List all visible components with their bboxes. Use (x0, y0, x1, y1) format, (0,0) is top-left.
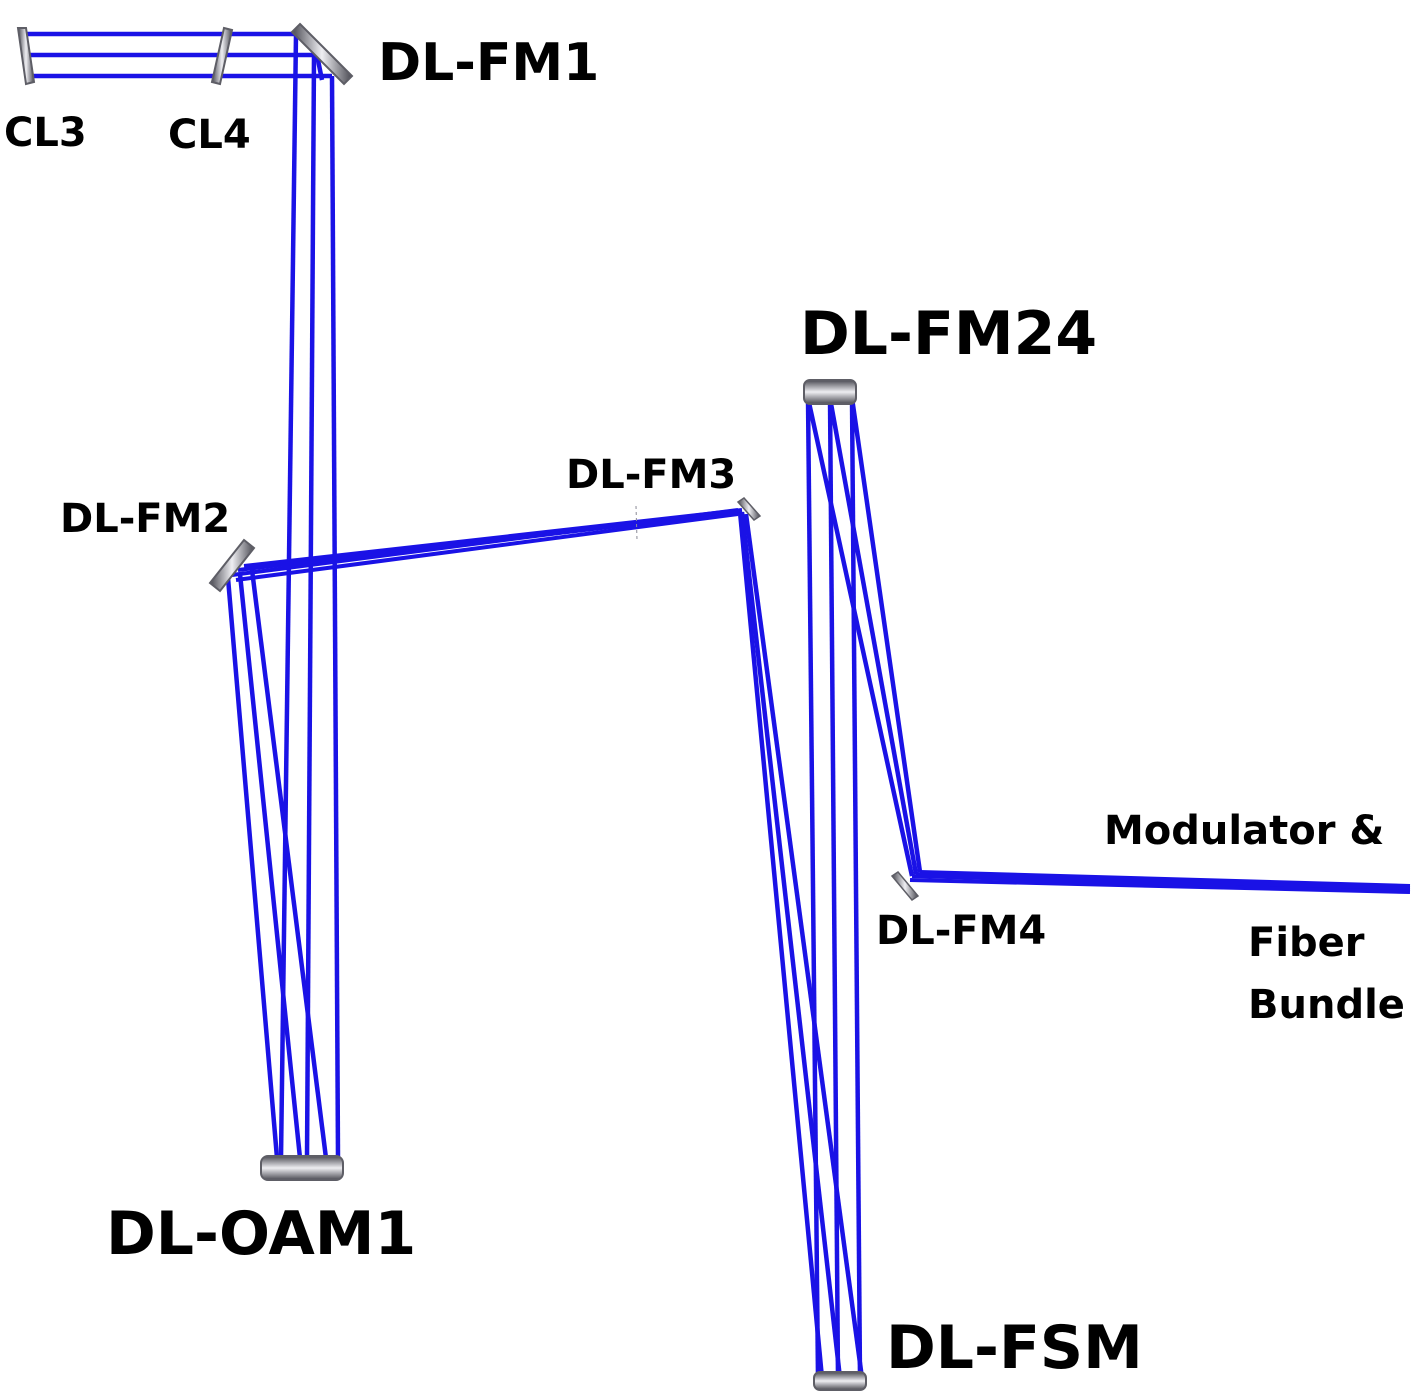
beam-fm1-to-oam1 (278, 31, 341, 1159)
label-dl-fsm: DL-FSM (886, 1313, 1143, 1383)
label-cl3: CL3 (4, 110, 87, 156)
label-dl-fm24: DL-FM24 (800, 299, 1097, 369)
label-cl4: CL4 (168, 112, 251, 158)
dl-fm24-mirror-icon (803, 379, 857, 405)
label-dl-fm4: DL-FM4 (876, 908, 1046, 954)
beam-oam1-to-fm2 (225, 569, 329, 1159)
beam-fm4-to-fiber (909, 870, 1411, 894)
labels: CL3 CL4 DL-FM1 DL-FM2 DL-FM3 DL-FM24 DL-… (4, 33, 1405, 1383)
cl3-lens-icon (16, 27, 36, 86)
label-output-line1: Modulator & (1104, 808, 1384, 854)
label-dl-fm3: DL-FM3 (566, 452, 736, 498)
label-output-line2: Fiber (1248, 920, 1365, 966)
dl-fm4-mirror-icon (890, 871, 920, 901)
beam-fm3-to-fsm (737, 511, 865, 1379)
cl4-lens-icon (210, 26, 234, 86)
dl-oam1-mirror-icon (260, 1155, 344, 1181)
optical-elements (16, 22, 920, 1391)
beam-paths (22, 31, 1411, 1379)
dl-fsm-mirror-icon (813, 1371, 867, 1391)
dl-fm2-mirror-icon (208, 538, 256, 593)
label-output-line3: Bundle (1248, 982, 1405, 1028)
beam-fsm-to-fm24 (805, 397, 863, 1379)
beam-fm2-to-fm3 (231, 508, 743, 582)
beam-cl3-to-fm1 (22, 31, 332, 79)
dl-fm3-mirror-icon (736, 497, 762, 521)
label-dl-oam1: DL-OAM1 (106, 1199, 416, 1269)
dl-fm1-mirror-icon (290, 22, 354, 86)
label-dl-fm1: DL-FM1 (378, 33, 599, 93)
beam-fm24-to-fm4 (805, 397, 923, 877)
label-dl-fm2: DL-FM2 (60, 496, 230, 542)
